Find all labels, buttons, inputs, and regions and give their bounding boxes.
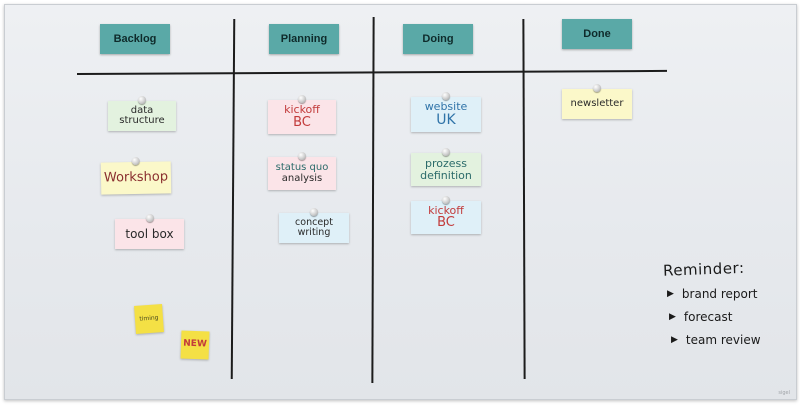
note-text-line-1: kickoff	[284, 103, 320, 117]
pushpin-icon	[145, 214, 154, 222]
note-tool-box[interactable]: tool box	[115, 214, 184, 249]
reminder-item-text: team review	[685, 333, 761, 347]
column-divider-2	[371, 16, 375, 384]
note-text-line-2: BC	[437, 215, 455, 231]
triangle-bullet-icon: ▶	[667, 289, 674, 299]
reminder-item: ▶ forecast	[669, 310, 761, 324]
note-text-line-1: website	[424, 100, 468, 114]
pushpin-icon	[442, 92, 450, 100]
note-text-line-2: analysis	[281, 172, 323, 184]
note-concept-writing[interactable]: concept writing	[279, 208, 349, 243]
column-header-label: Done	[583, 28, 611, 40]
note-text: Workshop	[103, 169, 169, 186]
triangle-bullet-icon: ▶	[669, 312, 676, 322]
sticky-note-text: timing	[139, 314, 159, 323]
note-website-uk[interactable]: website UK	[411, 92, 481, 132]
triangle-bullet-icon: ▶	[671, 335, 678, 345]
pushpin-icon	[593, 84, 601, 92]
note-prozess-definition[interactable]: prozess definition	[411, 148, 481, 186]
reminder-title: Reminder:	[662, 258, 745, 280]
whiteboard: Backlog Planning Doing Done data structu…	[4, 4, 797, 400]
note-text: data structure	[119, 104, 165, 126]
reminder-item-text: brand report	[681, 287, 758, 301]
sticky-note-new[interactable]: NEW	[180, 330, 210, 360]
note-newsletter[interactable]: newsletter	[562, 84, 632, 119]
note-text-line-2: UK	[436, 111, 456, 128]
column-header-doing[interactable]: Doing	[403, 24, 473, 54]
note-text-line-1: kickoff	[428, 203, 464, 217]
pushpin-icon	[298, 95, 306, 103]
sticky-note-timing[interactable]: timing	[134, 304, 164, 334]
note-data-structure[interactable]: data structure	[108, 96, 176, 131]
note-text-line-1: status quo	[275, 162, 329, 173]
reminder-item: ▶ brand report	[667, 287, 761, 301]
brand-logo: sigel	[778, 390, 790, 396]
column-header-done[interactable]: Done	[562, 19, 632, 49]
note-kickoff-bc-doing[interactable]: kickoff BC	[411, 196, 481, 234]
note-text: concept writing	[295, 217, 333, 238]
note-status-quo-analysis[interactable]: status quo analysis	[268, 152, 336, 190]
note-text-line-1: prozess	[425, 156, 467, 170]
reminder-item: ▶ team review	[671, 333, 761, 347]
pushpin-icon	[442, 148, 450, 156]
column-header-label: Doing	[422, 33, 454, 45]
note-text-line-2: definition	[420, 168, 472, 182]
note-kickoff-bc-planning[interactable]: kickoff BC	[268, 95, 336, 134]
reminder-list: Reminder: ▶ brand report ▶ forecast ▶ te…	[662, 258, 761, 347]
column-header-label: Backlog	[113, 33, 157, 45]
pushpin-icon	[298, 152, 306, 160]
note-text-line-2: BC	[293, 114, 311, 130]
sticky-note-text: NEW	[183, 338, 207, 350]
note-text: newsletter	[570, 97, 624, 109]
pushpin-icon	[442, 196, 450, 204]
pushpin-icon	[131, 156, 140, 166]
column-divider-3	[522, 18, 526, 380]
column-header-backlog[interactable]: Backlog	[100, 24, 170, 54]
reminder-item-text: forecast	[683, 310, 733, 324]
pushpin-icon	[310, 208, 318, 216]
note-text: tool box	[125, 226, 174, 241]
column-header-planning[interactable]: Planning	[269, 24, 339, 54]
column-header-label: Planning	[280, 33, 328, 45]
note-workshop[interactable]: Workshop	[100, 156, 172, 195]
pushpin-icon	[138, 96, 146, 104]
